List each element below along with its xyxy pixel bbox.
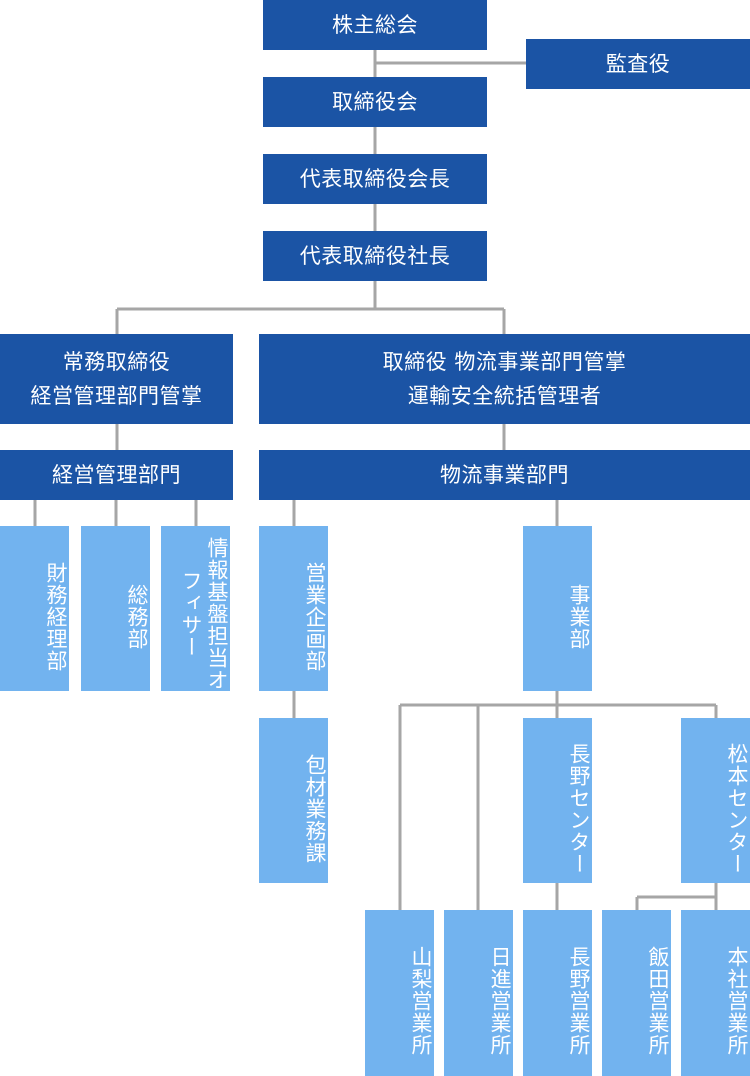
management-division-box: 経営管理部門 [0,450,233,500]
logistics-director-role: 運輸安全統括管理者 [407,384,602,408]
yamanashi-office-box: 山梨営業所 [365,910,434,1076]
logistics-division-box: 物流事業部門 [259,450,750,500]
packaging-section-box: 包材業務課 [259,718,328,883]
shareholders-meeting-box: 株主総会 [263,0,487,50]
it-officer-box: 情報基盤担当オフィサー [161,526,230,691]
matsumoto-center-box: 松本センター [681,718,750,883]
chairman-box: 代表取締役会長 [263,154,487,204]
sales-planning-department-box: 営業企画部 [259,526,328,691]
head-office-box: 本社営業所 [681,910,750,1076]
nisshin-office-box: 日進営業所 [444,910,513,1076]
nagano-center-box: 長野センター [523,718,592,883]
business-department-box: 事業部 [523,526,592,691]
general-affairs-department-box: 総務部 [81,526,150,691]
logistics-director-box: 取締役 物流事業部門管掌 運輸安全統括管理者 [259,334,750,424]
managing-director-title: 常務取締役 [62,350,171,374]
managing-director-box: 常務取締役 経営管理部門管掌 [0,334,233,424]
president-box: 代表取締役社長 [263,231,487,281]
nagano-office-box: 長野営業所 [523,910,592,1076]
auditor-box: 監査役 [526,39,750,89]
iida-office-box: 飯田営業所 [602,910,671,1076]
finance-department-box: 財務経理部 [0,526,69,691]
logistics-director-title: 取締役 物流事業部門管掌 [382,350,627,374]
board-of-directors-box: 取締役会 [263,77,487,127]
managing-director-role: 経営管理部門管掌 [30,384,203,408]
